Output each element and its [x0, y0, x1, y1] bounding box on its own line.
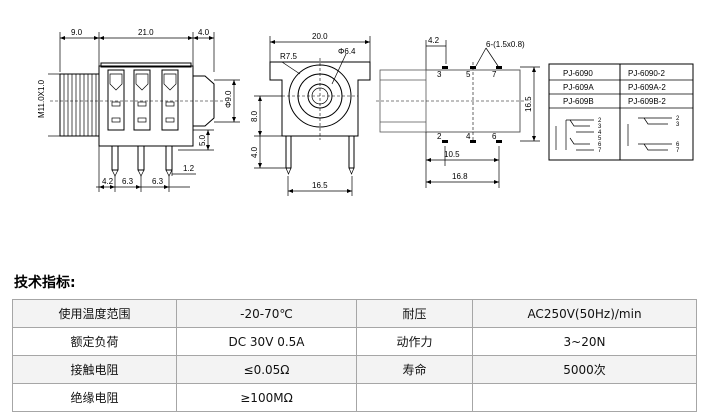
schematic-right-pin-2: 2 [676, 116, 680, 122]
dim-16-5-pcb: 16.5 [524, 96, 533, 112]
spec-title: 技术指标: [14, 275, 76, 291]
dim-4-2-pcb: 4.2 [428, 36, 440, 45]
dim-4-0-lead: 4.0 [250, 146, 259, 158]
schematic-right-pin-3: 3 [676, 122, 680, 128]
holes-note: 6-(1.5x0.8) [486, 40, 525, 49]
spec-value-withstand-voltage: AC250V(50Hz)/min [472, 299, 697, 328]
spec-table: 使用温度范围 -20-70℃ 耐压 AC250V(50Hz)/min 额定负荷 … [12, 299, 697, 412]
dim-9-0: 9.0 [71, 28, 83, 37]
table-row: 绝缘电阻 ≥100MΩ [12, 383, 697, 412]
radius-label: R7.5 [280, 52, 297, 61]
pin-7: 7 [492, 70, 497, 79]
schematic-left-pin-5: 5 [598, 136, 602, 142]
schematic-left-pin-3: 3 [598, 124, 602, 130]
spec-value-operating-force: 3~20N [472, 327, 697, 356]
model-pj-609b: PJ-609B [563, 97, 594, 106]
spec-value-insulation-resistance: ≥100MΩ [176, 383, 357, 412]
dim-8-0: 8.0 [250, 110, 259, 122]
spec-value-contact-resistance: ≤0.05Ω [176, 355, 357, 384]
table-row: 接触电阻 ≤0.05Ω 寿命 5000次 [12, 355, 697, 384]
spec-label-withstand-voltage: 耐压 [356, 299, 473, 328]
model-pj-609b-2: PJ-609B-2 [628, 97, 666, 106]
pin-4: 4 [466, 132, 471, 141]
dim-16-8: 16.8 [452, 172, 468, 181]
pin-6: 6 [492, 132, 497, 141]
spec-value-temperature: -20-70℃ [176, 299, 357, 328]
pin-5: 5 [466, 70, 471, 79]
dim-4-0: 4.0 [198, 28, 210, 37]
model-pj-6090-2: PJ-6090-2 [628, 69, 665, 78]
hole-diameter: Φ6.4 [338, 47, 356, 56]
spec-value-rated-load: DC 30V 0.5A [176, 327, 357, 356]
dim-1-2: 1.2 [183, 164, 195, 173]
dim-16-5-bottom: 16.5 [312, 181, 328, 190]
model-pj-6090: PJ-6090 [563, 69, 593, 78]
schematic-left-pin-4: 4 [598, 130, 602, 136]
model-pj-609a-2: PJ-609A-2 [628, 83, 666, 92]
schematic-left-pin-7: 7 [598, 148, 602, 154]
schematic-right-pin-7: 7 [676, 148, 680, 154]
schematic-right-pin-6: 6 [676, 142, 680, 148]
table-row: 额定负荷 DC 30V 0.5A 动作力 3~20N [12, 327, 697, 356]
spec-label-rated-load: 额定负荷 [12, 327, 177, 356]
spec-label-temperature: 使用温度范围 [12, 299, 177, 328]
schematic-left-pin-2: 2 [598, 118, 602, 124]
spec-label-life: 寿命 [356, 355, 473, 384]
dim-10-5: 10.5 [444, 150, 460, 159]
dim-phi-9: Φ9.0 [224, 90, 233, 108]
pcb-layout: 4.2 6-(1.5x0.8) 3 5 7 2 4 6 16.5 10.5 16… [376, 36, 540, 188]
thread-spec: M11.0X1.0 [37, 79, 46, 118]
dim-5-0: 5.0 [198, 134, 207, 146]
spec-empty-cell [356, 383, 473, 412]
model-pj-609a: PJ-609A [563, 83, 594, 92]
pin-2: 2 [437, 132, 442, 141]
table-row: 使用温度范围 -20-70℃ 耐压 AC250V(50Hz)/min [12, 299, 697, 328]
pin-3: 3 [437, 70, 442, 79]
dim-4-2: 4.2 [102, 177, 114, 186]
side-view: 9.0 21.0 4.0 M11.0X1.0 [37, 28, 240, 192]
schematic-left-pin-6: 6 [598, 142, 602, 148]
dim-21-0: 21.0 [138, 28, 154, 37]
spec-label-contact-resistance: 接触电阻 [12, 355, 177, 384]
spec-value-life: 5000次 [472, 355, 697, 384]
spec-label-insulation-resistance: 绝缘电阻 [12, 383, 177, 412]
spec-label-operating-force: 动作力 [356, 327, 473, 356]
technical-drawing: 9.0 21.0 4.0 M11.0X1.0 [37, 28, 694, 196]
dim-6-3-a: 6.3 [122, 177, 134, 186]
model-table: PJ-6090 PJ-609A PJ-609B PJ-6090-2 PJ-609… [548, 63, 694, 161]
dim-6-3-b: 6.3 [152, 177, 164, 186]
spec-empty-cell [472, 383, 697, 412]
dim-20-0: 20.0 [312, 32, 328, 41]
front-view: 20.0 R7.5 Φ6.4 8.0 4.0 16.5 [250, 32, 371, 196]
